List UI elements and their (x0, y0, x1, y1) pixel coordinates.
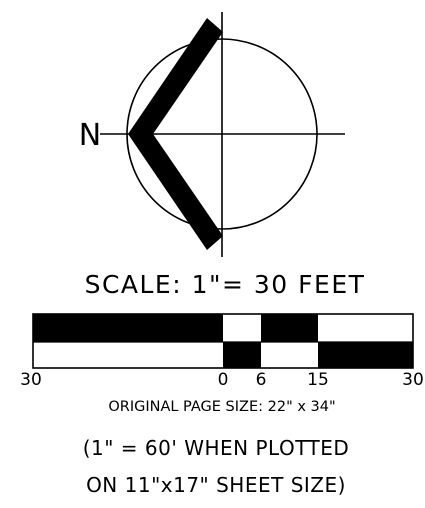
tick-label-left-30: 30 (20, 370, 42, 390)
scale-bar-bottom-seg-4 (318, 342, 413, 368)
scale-bar-bottom-seg-3 (261, 342, 318, 368)
tick-label-right-30: 30 (402, 370, 424, 390)
north-letter: N (79, 118, 101, 153)
plot-note-line-2: ON 11"x17" SHEET SIZE) (86, 473, 346, 497)
scale-bar-outline (32, 313, 414, 369)
scale-bar-top-seg-3 (261, 314, 318, 342)
scale-bar-top-seg-2 (223, 314, 261, 342)
north-arrow-chevron (128, 18, 223, 250)
scale-bar-bottom-seg-2 (223, 342, 261, 368)
tick-label-0: 0 (218, 370, 229, 390)
tick-label-15: 15 (307, 370, 329, 390)
scale-bar-top-seg-1 (33, 314, 223, 342)
scale-title: SCALE: 1"= 30 FEET (85, 270, 366, 299)
plot-note-line-1: (1" = 60' WHEN PLOTTED (83, 436, 350, 460)
scale-tick-labels: 30 0 6 15 30 (20, 370, 424, 390)
scale-bar-top-seg-4 (318, 314, 413, 342)
original-page-size: ORIGINAL PAGE SIZE: 22" x 34" (108, 399, 335, 415)
scale-bar-bottom-seg-1 (33, 342, 223, 368)
north-arrow-icon: N (79, 12, 345, 257)
scale-bar (32, 313, 414, 369)
tick-label-6: 6 (256, 370, 267, 390)
